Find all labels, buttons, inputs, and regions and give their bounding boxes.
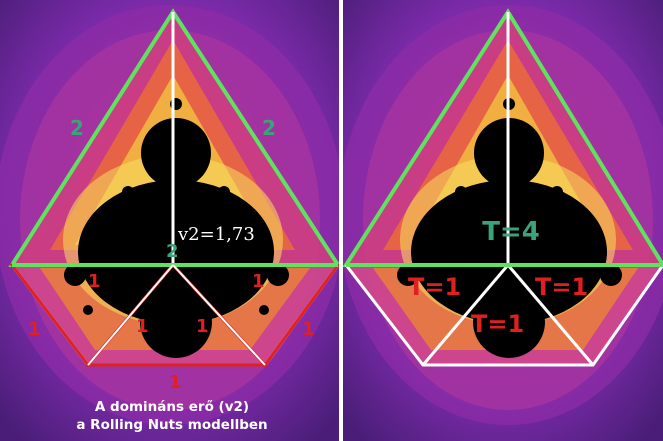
right-side-label: 2 — [262, 116, 276, 140]
mandelbrot-set — [64, 98, 289, 358]
small-triangle-label-7: 1 — [169, 372, 182, 393]
small-triangle-area-label-center: T=1 — [471, 310, 524, 338]
left-side-label: 2 — [70, 116, 84, 140]
caption-line-1: A domináns erő (v2) — [95, 399, 249, 415]
small-triangle-area-label-left: T=1 — [408, 273, 461, 301]
small-triangles — [421, 264, 595, 366]
caption-line-2: a Rolling Nuts modellben — [76, 417, 267, 433]
small-triangle-label-6: 1 — [302, 319, 315, 340]
small-triangle-label-3: 1 — [136, 316, 149, 337]
panel-divider — [339, 0, 343, 441]
right-diagram: T=4 T=1 T=1 T=1 — [343, 0, 663, 441]
small-triangle-label-1: 1 — [88, 271, 101, 292]
left-diagram: 2 2 2 v2=1,73 1 1 1 1 1 1 1 A domináns e… — [0, 0, 339, 441]
right-diagram-panel: T=4 T=1 T=1 T=1 — [343, 0, 663, 441]
small-triangle-label-2: 1 — [252, 271, 265, 292]
small-triangle-area-label-right: T=1 — [535, 273, 588, 301]
small-triangle-label-5: 1 — [28, 319, 41, 340]
small-triangle-label-4: 1 — [196, 316, 209, 337]
v2-value-label: v2=1,73 — [177, 224, 255, 245]
big-triangle-area-label: T=4 — [482, 217, 540, 247]
left-diagram-panel: 2 2 2 v2=1,73 1 1 1 1 1 1 1 A domináns e… — [0, 0, 339, 441]
base-side-label: 2 — [166, 241, 179, 262]
